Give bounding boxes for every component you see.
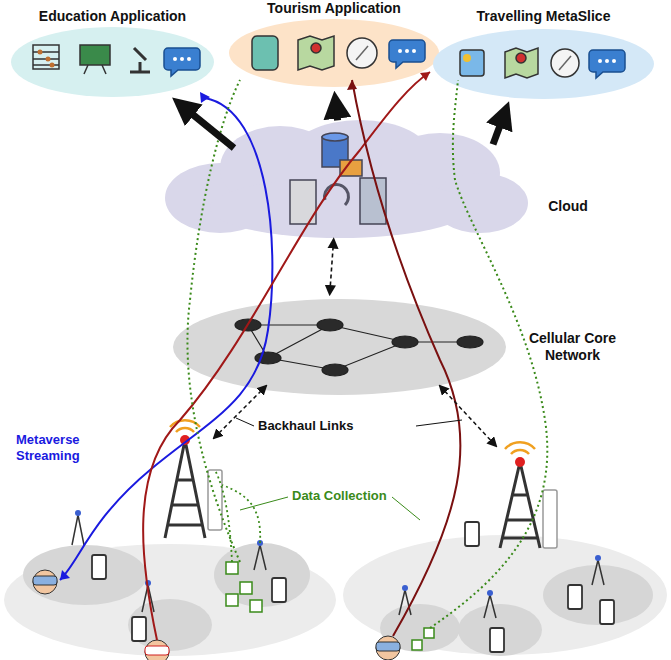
node-title: Travelling MetaSlice	[432, 8, 655, 25]
upload-arrow	[181, 105, 234, 148]
node-outline	[172, 298, 507, 396]
upload-arrow	[493, 112, 505, 145]
streaming-label: Metaverse Streaming	[14, 432, 108, 463]
node-title: Education Application	[10, 8, 215, 25]
node-title: Cloud	[538, 198, 598, 215]
dashed-link	[330, 240, 334, 294]
node-title: Cellular Core Network	[520, 330, 625, 364]
node-title: Tourism Application	[228, 0, 440, 17]
upload-arrow	[336, 102, 338, 120]
link-label: Backhaul Links	[256, 418, 355, 434]
collection-label: Data Collection	[290, 488, 389, 504]
